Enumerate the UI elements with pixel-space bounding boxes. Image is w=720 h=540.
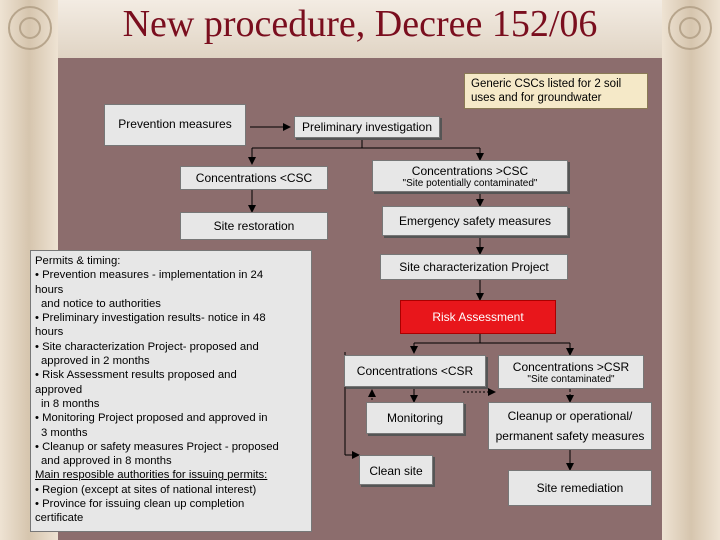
prevention-measures-box: Prevention measures	[104, 104, 246, 146]
info-line: 3 months	[35, 426, 307, 440]
authority-line: • Region (except at sites of national in…	[35, 483, 307, 497]
concentrations-below-csc-box: Concentrations <CSC	[180, 166, 328, 190]
note-line: Generic CSCs listed for 2 soil	[471, 77, 621, 91]
info-line: • Site characterization Project- propose…	[35, 340, 307, 354]
risk-assessment-box: Risk Assessment	[400, 300, 556, 334]
info-line: approved	[35, 383, 307, 397]
info-line: • Monitoring Project proposed and approv…	[35, 411, 307, 425]
info-line: hours	[35, 325, 307, 339]
concentrations-above-csc-box: Concentrations >CSC "Site potentially co…	[372, 160, 568, 192]
emergency-safety-box: Emergency safety measures	[382, 206, 568, 236]
clean-site-box: Clean site	[359, 455, 433, 485]
preliminary-investigation-box: Preliminary investigation	[294, 116, 440, 138]
site-restoration-box: Site restoration	[180, 212, 328, 240]
site-characterization-label: Site characterization Project	[399, 260, 548, 274]
site-restoration-label: Site restoration	[214, 219, 295, 233]
site-remediation-label: Site remediation	[537, 481, 624, 495]
emergency-safety-label: Emergency safety measures	[399, 214, 551, 228]
preliminary-investigation-label: Preliminary investigation	[302, 120, 432, 134]
info-line: and notice to authorities	[35, 297, 307, 311]
info-line: and approved in 8 months	[35, 454, 307, 468]
info-line: hours	[35, 283, 307, 297]
cleanup-label-line2: permanent safety measures	[496, 426, 645, 446]
info-line: • Preliminary investigation results- not…	[35, 311, 307, 325]
permits-heading: Permits & timing:	[35, 254, 307, 268]
monitoring-label: Monitoring	[387, 411, 443, 425]
concentrations-below-csc-label: Concentrations <CSC	[196, 171, 312, 185]
generic-csc-note: Generic CSCs listed for 2 soil uses and …	[464, 73, 648, 109]
info-line: approved in 2 months	[35, 354, 307, 368]
cleanup-label-line1: Cleanup or operational/	[508, 406, 633, 426]
cleanup-box: Cleanup or operational/ permanent safety…	[488, 402, 652, 450]
prevention-measures-label: Prevention measures	[118, 117, 231, 131]
note-line: uses and for groundwater	[471, 91, 601, 105]
authorities-heading: Main resposible authorities for issuing …	[35, 468, 307, 482]
concentrations-above-csr-label: Concentrations >CSR	[513, 360, 629, 374]
concentrations-above-csc-label: Concentrations >CSC	[412, 164, 528, 178]
authority-line: • Province for issuing clean up completi…	[35, 497, 307, 511]
concentrations-above-csr-box: Concentrations >CSR "Site contaminated"	[498, 355, 644, 389]
monitoring-box: Monitoring	[366, 402, 464, 434]
site-contaminated-label: "Site contaminated"	[527, 374, 614, 385]
info-line: • Prevention measures - implementation i…	[35, 268, 307, 282]
concentrations-below-csr-label: Concentrations <CSR	[357, 364, 473, 378]
site-characterization-box: Site characterization Project	[380, 254, 568, 280]
concentrations-below-csr-box: Concentrations <CSR	[344, 355, 486, 387]
authority-line: certificate	[35, 511, 307, 525]
info-line: • Cleanup or safety measures Project - p…	[35, 440, 307, 454]
permits-timing-box: Permits & timing: • Prevention measures …	[30, 250, 312, 532]
risk-assessment-label: Risk Assessment	[432, 310, 523, 324]
info-line: in 8 months	[35, 397, 307, 411]
site-potentially-contaminated-label: "Site potentially contaminated"	[403, 178, 538, 189]
clean-site-label: Clean site	[369, 464, 422, 478]
site-remediation-box: Site remediation	[508, 470, 652, 506]
info-line: • Risk Assessment results proposed and	[35, 368, 307, 382]
